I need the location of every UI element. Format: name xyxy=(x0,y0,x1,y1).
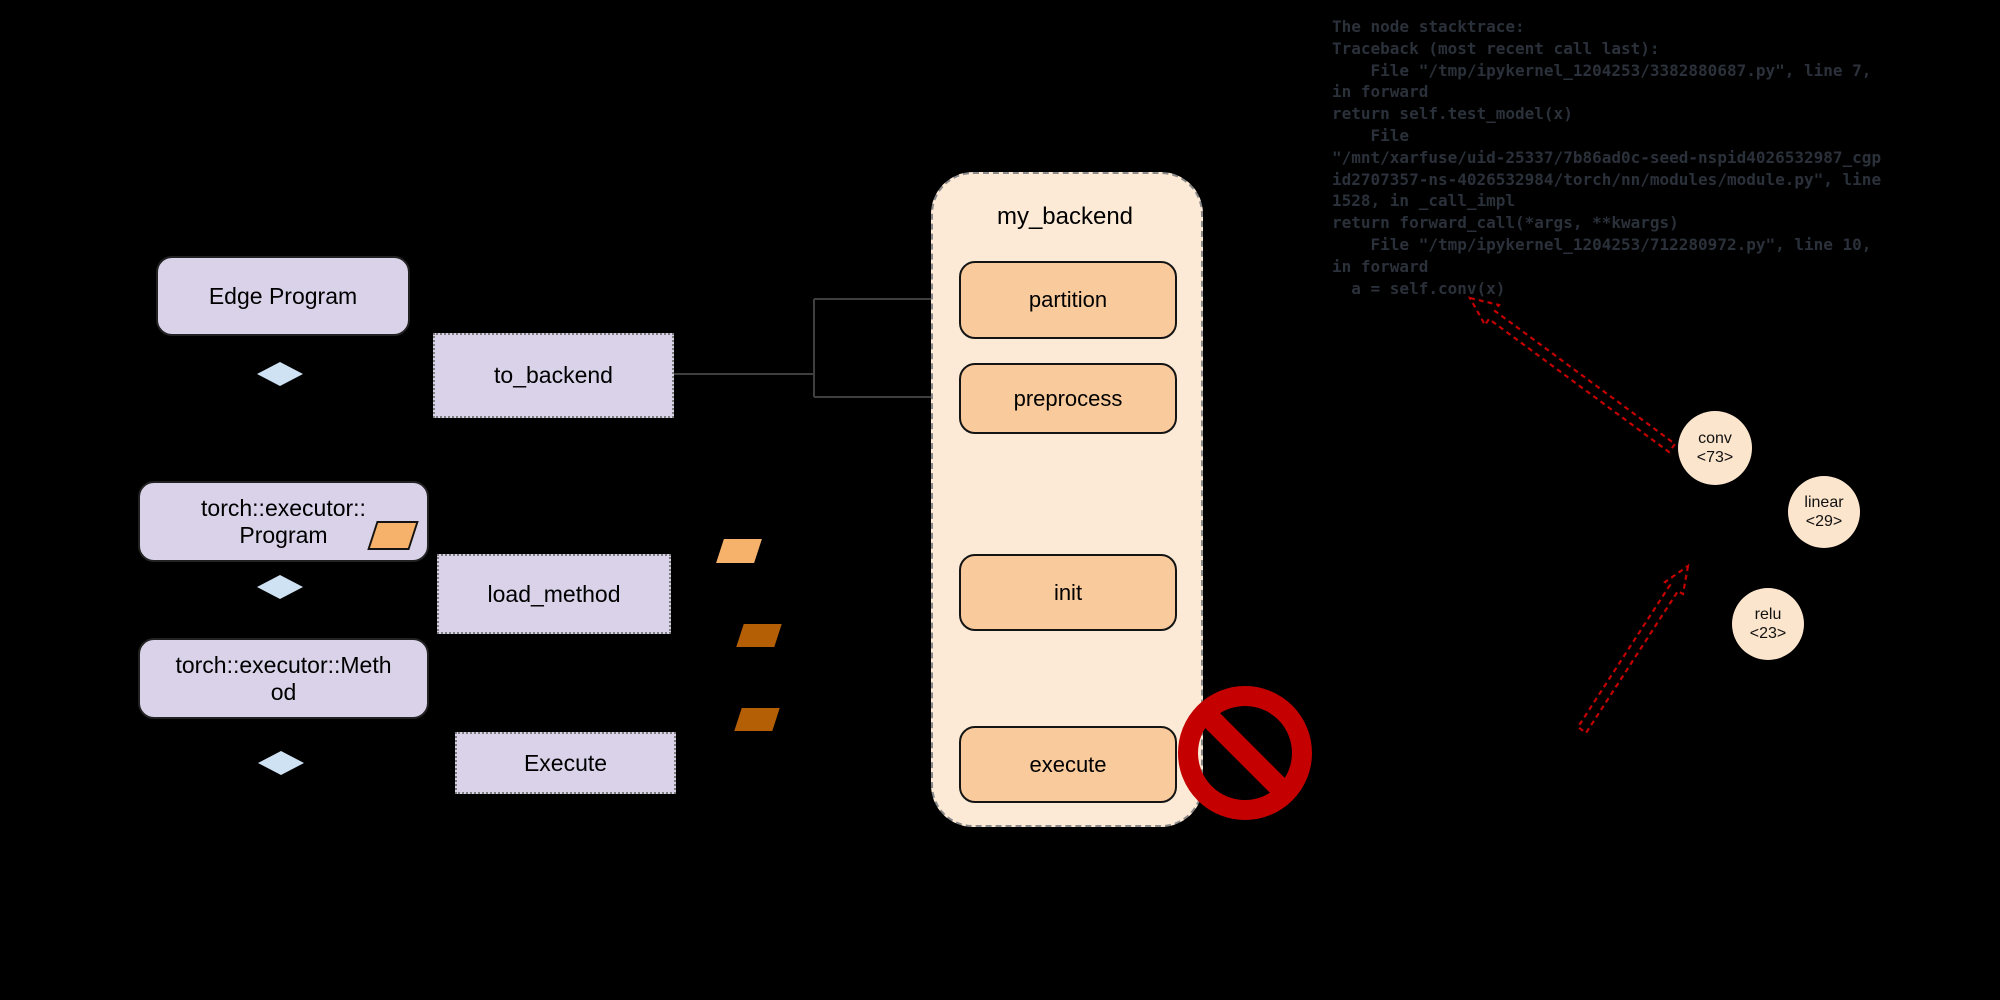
stacktrace-line: File "/tmp/ipykernel_1204253/712280972.p… xyxy=(1332,234,1872,254)
stacktrace-line: 1528, in _call_impl xyxy=(1332,191,1516,211)
no-entry-icon xyxy=(1178,686,1312,820)
red-arrow-up-to-conv-node xyxy=(1576,563,1690,735)
no-entry-slash xyxy=(1202,710,1288,796)
graph-node-conv-label: conv xyxy=(1698,430,1732,447)
stage-preprocess-box: preprocess xyxy=(959,363,1177,434)
executor-method-label-line1: torch::executor::Meth xyxy=(175,651,392,678)
stacktrace-line: in forward xyxy=(1332,256,1429,276)
stage-execute-label: execute xyxy=(1029,751,1107,777)
edge-program-box: Edge Program xyxy=(156,256,410,336)
executor-method-box: torch::executor::Meth od xyxy=(138,638,429,719)
to-backend-label: to_backend xyxy=(494,362,613,388)
stage-preprocess-label: preprocess xyxy=(1013,385,1123,411)
to-backend-connector-line xyxy=(670,298,946,398)
to-backend-box: to_backend xyxy=(433,333,674,418)
graph-node-conv-id: <73> xyxy=(1696,449,1734,466)
flow-diamond-icon xyxy=(257,575,303,599)
stage-execute-box: execute xyxy=(959,726,1177,803)
load-method-box: load_method xyxy=(437,554,671,634)
graph-node-linear-label: linear xyxy=(1804,494,1844,511)
stacktrace-line: a = self.conv(x) xyxy=(1332,278,1506,298)
graph-node-relu: relu <23> xyxy=(1732,588,1804,660)
execute-call-box: Execute xyxy=(455,732,676,794)
stacktrace-line: id2707357-ns-4026532984/torch/nn/modules… xyxy=(1332,169,1882,189)
execute-call-label: Execute xyxy=(523,749,608,776)
executor-method-label-line2: od xyxy=(270,678,297,705)
stage-init-label: init xyxy=(1053,579,1083,605)
red-arrow-conv-to-stacktrace xyxy=(1467,296,1677,454)
stacktrace-block: The node stacktrace: Traceback (most rec… xyxy=(1332,16,1952,299)
stacktrace-line: File "/tmp/ipykernel_1204253/3382880687.… xyxy=(1332,60,1872,80)
stacktrace-line: return forward_call(*args, **kwargs) xyxy=(1332,213,1679,233)
flow-diamond-icon xyxy=(257,362,303,386)
stacktrace-line: in forward xyxy=(1332,82,1429,102)
load-method-label: load_method xyxy=(487,580,621,607)
stacktrace-line: File xyxy=(1332,125,1410,145)
payload-blob-light-icon xyxy=(716,539,762,563)
graph-node-linear: linear <29> xyxy=(1788,476,1860,548)
my-backend-title: my_backend xyxy=(996,203,1134,230)
edge-program-label: Edge Program xyxy=(208,282,358,309)
graph-node-relu-label: relu xyxy=(1754,606,1782,623)
executor-program-label-line1: torch::executor:: xyxy=(201,494,366,521)
executor-program-label-line2: Program xyxy=(239,521,328,548)
stacktrace-line: "/mnt/xarfuse/uid-25337/7b86ad0c-seed-ns… xyxy=(1332,147,1882,167)
graph-node-relu-id: <23> xyxy=(1749,625,1787,642)
flow-diamond-icon xyxy=(258,751,304,775)
payload-blob-dark-icon xyxy=(736,624,782,647)
stacktrace-line: return self.test_model(x) xyxy=(1332,104,1573,124)
stage-partition-box: partition xyxy=(959,261,1177,339)
stacktrace-line: Traceback (most recent call last): xyxy=(1332,38,1660,58)
stacktrace-line: The node stacktrace: xyxy=(1332,17,1525,36)
graph-node-linear-id: <29> xyxy=(1805,513,1843,530)
stage-init-box: init xyxy=(959,554,1177,631)
stage-partition-label: partition xyxy=(1028,287,1108,312)
graph-node-conv: conv <73> xyxy=(1678,411,1752,485)
payload-blob-dark-icon xyxy=(734,708,780,731)
